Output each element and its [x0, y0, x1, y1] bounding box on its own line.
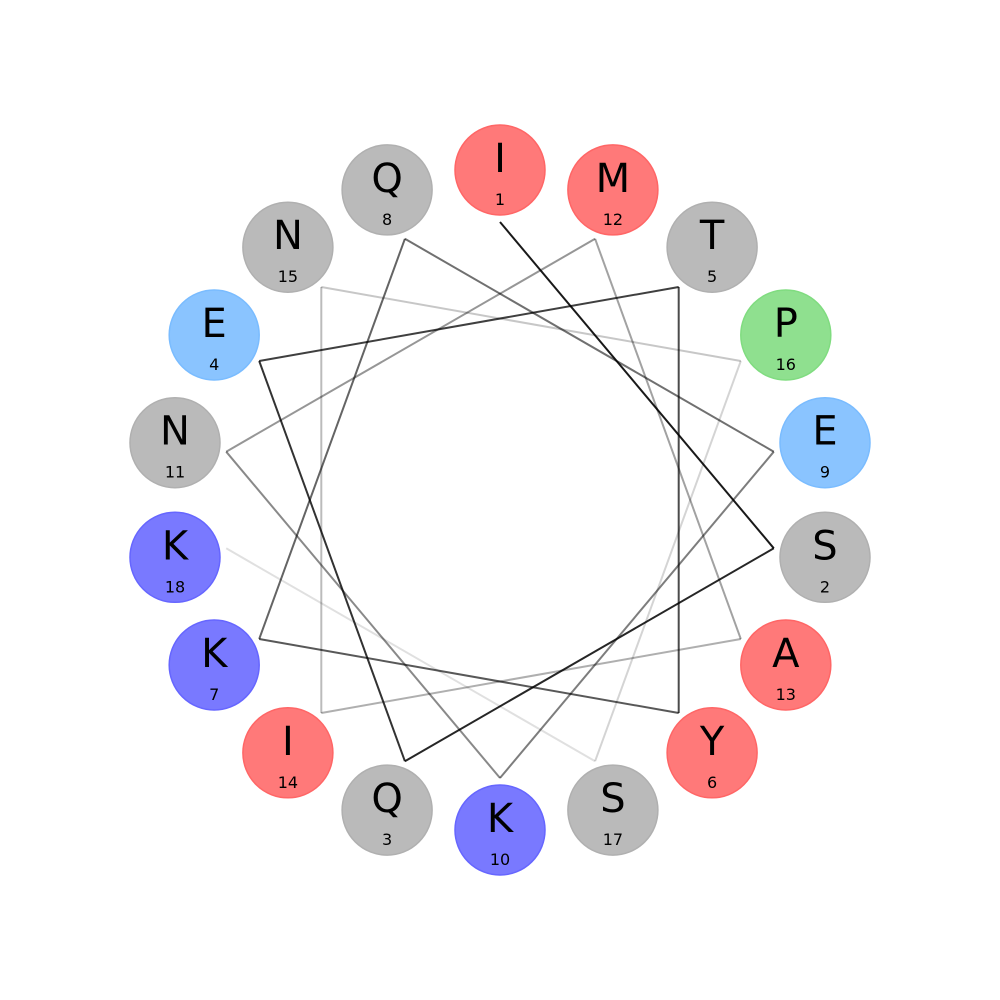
residue-number: 4	[209, 355, 219, 374]
residue-4: E4	[168, 289, 260, 381]
residue-8: Q8	[341, 144, 433, 236]
residue-14: I 14	[242, 707, 334, 799]
connector-10-11	[225, 451, 501, 779]
residue-circle	[740, 619, 832, 711]
connector-2-3	[404, 547, 775, 763]
residue-letter: Y	[699, 719, 725, 765]
residue-letter: P	[774, 301, 798, 347]
residue-number: 8	[382, 210, 392, 229]
residue-number: 12	[603, 210, 623, 229]
residue-2: S2	[779, 511, 871, 604]
residue-letter: E	[812, 409, 837, 455]
connector-13-14	[321, 638, 741, 714]
residue-circle	[341, 764, 433, 856]
residue-letter: K	[162, 523, 190, 569]
residue-15: N 15	[242, 201, 334, 293]
residue-number: 2	[820, 577, 830, 596]
residue-number: 18	[165, 577, 185, 596]
connector-8-9	[404, 237, 775, 453]
residue-number: 13	[776, 685, 796, 704]
residue-letter: I	[494, 136, 506, 182]
residue-number: 3	[382, 830, 392, 849]
residue-circle	[242, 707, 334, 799]
residue-number: 15	[278, 267, 298, 286]
residue-circle	[454, 124, 546, 216]
residue-number: 16	[776, 355, 796, 374]
helix-connectors	[225, 221, 775, 779]
residue-circle	[779, 511, 871, 604]
residue-letter: S	[812, 523, 837, 569]
connector-1-2	[499, 221, 775, 549]
residue-circle	[567, 764, 659, 856]
connector-12-13	[594, 238, 742, 640]
residue-letter: N	[273, 213, 303, 259]
residue-circle	[168, 619, 260, 711]
connector-9-10	[499, 451, 775, 779]
residue-letter: A	[772, 631, 800, 677]
connector-16-17	[594, 360, 742, 762]
residue-3: Q3	[341, 764, 433, 856]
residue-letter: I	[282, 719, 294, 765]
residue-letter: E	[202, 301, 227, 347]
residue-number: 1	[495, 190, 505, 209]
residue-circle	[341, 144, 433, 236]
residue-11: N 11	[129, 396, 221, 489]
residue-circle	[454, 784, 546, 876]
residue-1: I1	[454, 124, 546, 216]
residue-circle	[779, 396, 871, 489]
residue-letter: Q	[371, 776, 402, 822]
residue-12: M 12	[567, 144, 659, 236]
residue-number: 11	[165, 463, 185, 482]
connector-17-18	[225, 547, 596, 763]
residue-number: 7	[209, 685, 219, 704]
residue-13: A 13	[740, 619, 832, 711]
residue-17: S 17	[567, 764, 659, 856]
residue-letter: T	[699, 213, 725, 259]
connector-4-5	[259, 286, 679, 362]
residue-circles: I1S2Q3E4T5Y6K7Q8E9K10N11M12A13I14N15P16S…	[129, 124, 871, 876]
residue-number: 17	[603, 830, 623, 849]
residue-9: E9	[779, 396, 871, 489]
residue-circle	[740, 289, 832, 381]
residue-letter: M	[596, 156, 631, 202]
connector-11-12	[225, 237, 596, 453]
residue-circle	[666, 201, 758, 293]
residue-circle	[567, 144, 659, 236]
residue-letter: S	[600, 776, 625, 822]
residue-letter: K	[487, 796, 515, 842]
residue-number: 9	[820, 463, 830, 482]
connector-15-16	[321, 286, 741, 362]
residue-number: 5	[707, 267, 717, 286]
residue-16: P 16	[740, 289, 832, 381]
residue-circle	[666, 707, 758, 799]
residue-circle	[129, 396, 221, 489]
residue-7: K7	[168, 619, 260, 711]
connector-6-7	[259, 638, 679, 714]
residue-letter: N	[160, 409, 190, 455]
residue-10: K 10	[454, 784, 546, 876]
residue-5: T5	[666, 201, 758, 293]
connector-3-4	[258, 360, 406, 762]
residue-number: 6	[707, 773, 717, 792]
residue-18: K 18	[129, 511, 221, 604]
residue-letter: K	[201, 631, 229, 677]
residue-letter: Q	[371, 156, 402, 202]
residue-number: 14	[278, 773, 298, 792]
residue-circle	[129, 511, 221, 604]
residue-number: 10	[490, 850, 510, 869]
connector-7-8	[258, 238, 406, 640]
residue-circle	[242, 201, 334, 293]
residue-6: Y6	[666, 707, 758, 799]
residue-circle	[168, 289, 260, 381]
